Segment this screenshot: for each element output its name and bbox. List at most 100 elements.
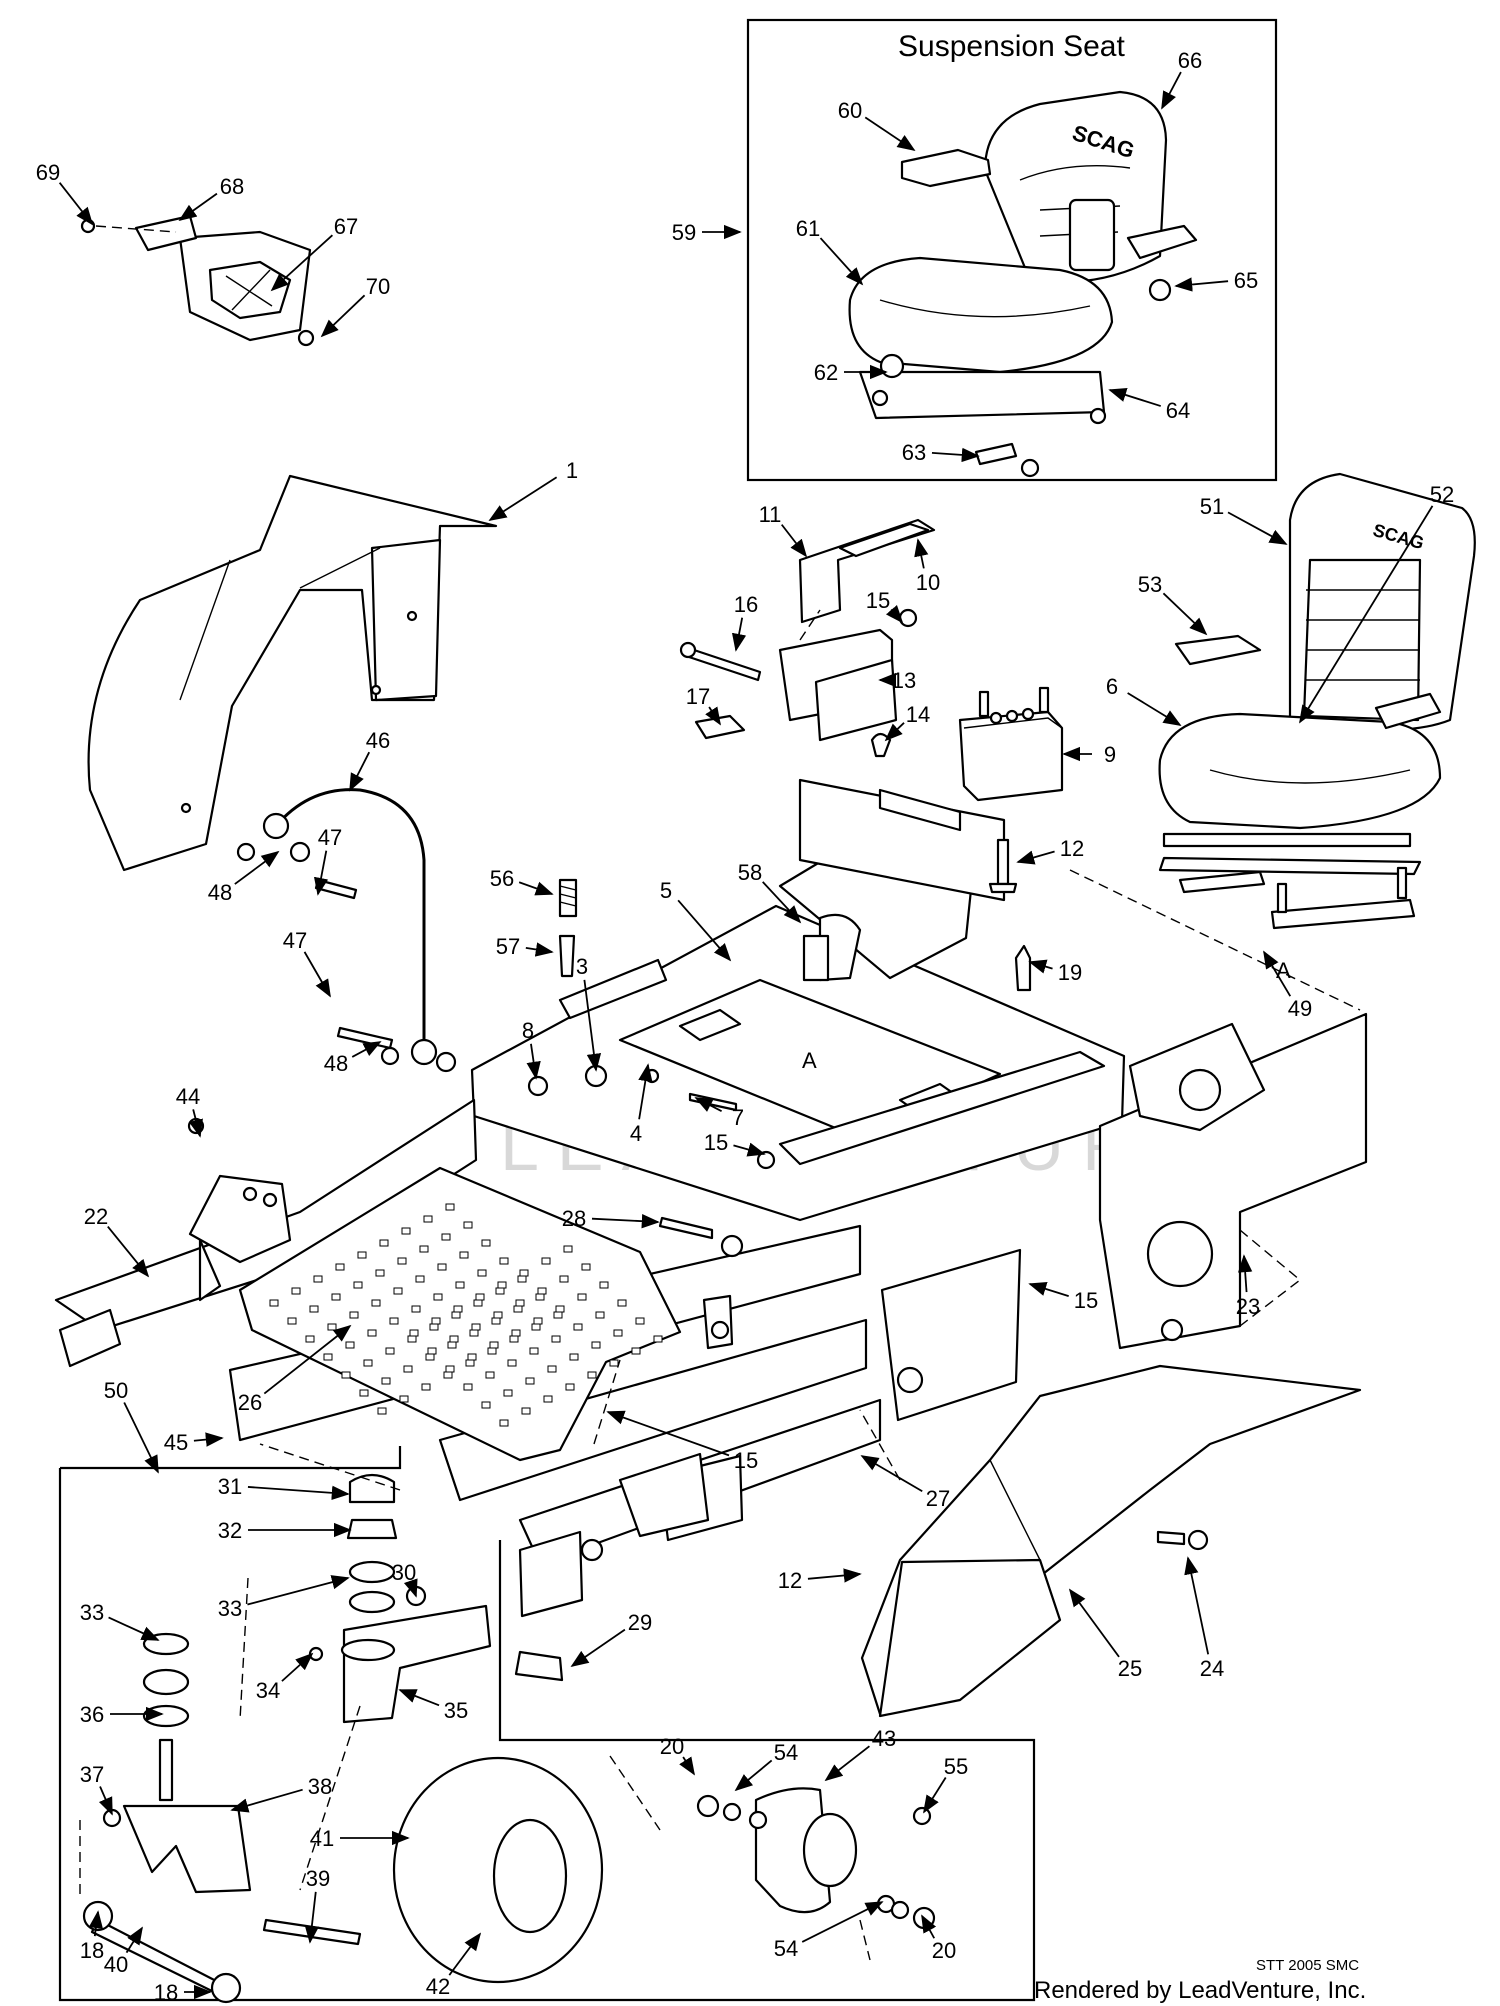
callout-22: 22 — [84, 1204, 108, 1229]
floor-hole — [537, 1287, 547, 1295]
callout-leader — [125, 1926, 143, 1954]
callout-20b: 20 — [932, 1938, 956, 1963]
floor-hole — [415, 1275, 425, 1283]
caster-inset — [58, 1446, 1036, 2004]
callout-46: 46 — [366, 728, 390, 753]
callout-leader — [583, 979, 602, 1072]
callout-leader — [1016, 850, 1055, 865]
callout-32: 32 — [218, 1518, 242, 1543]
callout-59: 59 — [672, 220, 696, 245]
floor-hole — [503, 1389, 513, 1397]
floor-hole — [363, 1359, 373, 1367]
callout-leader — [1227, 511, 1288, 545]
standard-seat: SCAG — [1158, 472, 1476, 930]
callout-leader — [320, 294, 366, 338]
floor-hole — [291, 1287, 301, 1295]
floor-hole — [371, 1299, 381, 1307]
floor-hole — [353, 1281, 363, 1289]
callout-54b: 54 — [774, 1936, 798, 1961]
callout-leader — [677, 899, 732, 962]
floor-hole — [491, 1317, 501, 1325]
floor-hole — [587, 1371, 597, 1379]
callout-leader — [801, 1901, 884, 1943]
callout-leader — [281, 1652, 314, 1682]
floor-hole — [397, 1257, 407, 1265]
floor-hole — [357, 1251, 367, 1259]
callout-55: 55 — [944, 1754, 968, 1779]
callout-42: 42 — [426, 1974, 450, 1999]
floor-hole — [453, 1305, 463, 1313]
callout-leader — [570, 1628, 626, 1668]
floor-hole — [595, 1311, 605, 1319]
floor-hole — [635, 1317, 645, 1325]
callout-leader — [98, 1786, 113, 1816]
callout-5: 5 — [660, 878, 672, 903]
floor-hole — [529, 1347, 539, 1355]
callout-11: 11 — [759, 502, 782, 527]
suspension-seat-inset: Suspension Seat SCAG — [746, 18, 1278, 482]
callout-labels: 1345678910111212131415151515161718181920… — [36, 48, 1454, 2005]
callout-leader — [313, 850, 329, 896]
floor-hole — [445, 1365, 455, 1373]
callout-7: 7 — [732, 1105, 744, 1130]
floor-hole — [515, 1299, 525, 1307]
floor-hole — [481, 1239, 491, 1247]
callout-45: 45 — [164, 1430, 188, 1455]
callout-39: 39 — [306, 1866, 330, 1891]
callout-44: 44 — [176, 1084, 200, 1109]
callout-leader — [1263, 950, 1292, 997]
callout-16: 16 — [734, 592, 758, 617]
floor-hole — [427, 1347, 437, 1355]
callout-31: 31 — [218, 1474, 242, 1499]
callout-43: 43 — [872, 1726, 896, 1751]
callout-leader — [679, 1756, 695, 1776]
floor-hole — [469, 1329, 479, 1337]
callout-30: 30 — [392, 1560, 416, 1585]
callout-52: 52 — [1430, 482, 1454, 507]
callout-leader — [525, 942, 554, 957]
callout-leader — [824, 1745, 870, 1782]
callout-3: 3 — [576, 954, 588, 979]
floor-hole — [349, 1311, 359, 1319]
callout-54a: 54 — [774, 1740, 798, 1765]
floor-hole — [487, 1347, 497, 1355]
callout-58: 58 — [738, 860, 762, 885]
floor-hole — [403, 1365, 413, 1373]
floor-hole — [451, 1311, 461, 1319]
left-fender — [87, 474, 498, 872]
floor-hole — [381, 1377, 391, 1385]
floor-hole — [565, 1383, 575, 1391]
floor-hole — [455, 1281, 465, 1289]
callout-leader — [705, 706, 721, 726]
callout-48a: 48 — [208, 880, 232, 905]
floor-hole — [533, 1317, 543, 1325]
callout-40: 40 — [104, 1952, 128, 1977]
callout-leader — [349, 751, 371, 792]
floor-hole — [485, 1371, 495, 1379]
callout-leader — [1068, 1588, 1120, 1658]
callout-leader — [914, 538, 929, 569]
callout-65: 65 — [1234, 268, 1258, 293]
callout-leader — [108, 1616, 160, 1641]
floor-hole — [653, 1335, 663, 1343]
callout-leader — [762, 881, 802, 924]
callout-47a: 47 — [318, 825, 342, 850]
floor-hole — [421, 1383, 431, 1391]
callout-leader — [247, 1485, 350, 1501]
callout-26: 26 — [238, 1390, 262, 1415]
callout-41: 41 — [310, 1826, 334, 1851]
callout-38: 38 — [308, 1774, 332, 1799]
floor-hole — [599, 1281, 609, 1289]
callout-20a: 20 — [660, 1734, 684, 1759]
callout-19: 19 — [1058, 960, 1082, 985]
floor-hole — [573, 1323, 583, 1331]
callout-leader — [734, 1759, 773, 1792]
callout-56: 56 — [490, 866, 514, 891]
callout-leader — [1127, 692, 1182, 726]
floor-hole — [509, 1335, 519, 1343]
callout-18b: 18 — [154, 1980, 178, 2005]
floor-hole — [449, 1335, 459, 1343]
floor-hole — [335, 1263, 345, 1271]
floor-hole — [531, 1323, 541, 1331]
